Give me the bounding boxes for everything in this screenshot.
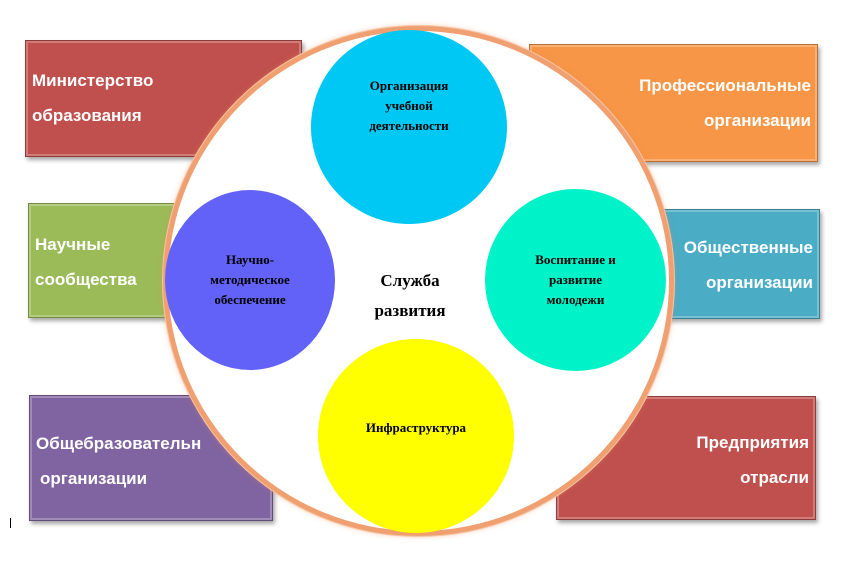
box-science-line-1: Научные xyxy=(35,235,111,254)
circle-edu-line-3: молодежи xyxy=(546,292,605,307)
circle-org-line-3: деятельности xyxy=(369,118,449,133)
box-public-line-1: Общественные xyxy=(683,238,813,257)
box-ministry-line-2: образования xyxy=(32,106,142,125)
circle-org-line-1: Организация xyxy=(369,78,449,93)
circle-sci-line-2: методическое xyxy=(210,272,290,287)
circle-sci-line-1: Научно- xyxy=(225,252,275,267)
box-prof-line-1: Профессиональные xyxy=(639,76,811,95)
text-cursor-mark xyxy=(10,518,11,528)
circle-infra-line-1: Инфраструктура xyxy=(365,420,467,435)
box-scientific-communities: Научные сообщества xyxy=(28,203,178,318)
circle-scientific-methodological-support: Научно- методическое обеспечение xyxy=(165,190,335,370)
center-line-2: развития xyxy=(374,301,446,320)
box-enterprise-line-1: Предприятия xyxy=(696,433,809,452)
circle-org-line-2: учебной xyxy=(385,98,433,113)
center-label-development-service: Служба развития xyxy=(345,266,475,326)
box-schools-line-2: организации xyxy=(40,469,148,488)
box-schools-line-1: Общебразовательн xyxy=(36,434,202,453)
circle-infrastructure: Инфраструктура xyxy=(318,339,514,533)
circle-youth-education-development: Воспитание и развитие молодежи xyxy=(485,189,666,371)
box-science-line-2: сообщества xyxy=(35,270,137,289)
box-enterprise-line-2: отрасли xyxy=(740,468,809,487)
circle-edu-line-2: развитие xyxy=(548,272,603,287)
circle-organization-of-learning: Организация учебной деятельности xyxy=(311,30,507,224)
box-prof-line-2: организации xyxy=(703,111,811,130)
circle-sci-line-3: обеспечение xyxy=(214,292,286,307)
box-ministry-line-1: Министерство xyxy=(32,71,154,90)
center-line-1: Служба xyxy=(380,271,440,290)
circle-edu-line-1: Воспитание и xyxy=(535,252,616,267)
box-public-line-2: организации xyxy=(705,273,813,292)
